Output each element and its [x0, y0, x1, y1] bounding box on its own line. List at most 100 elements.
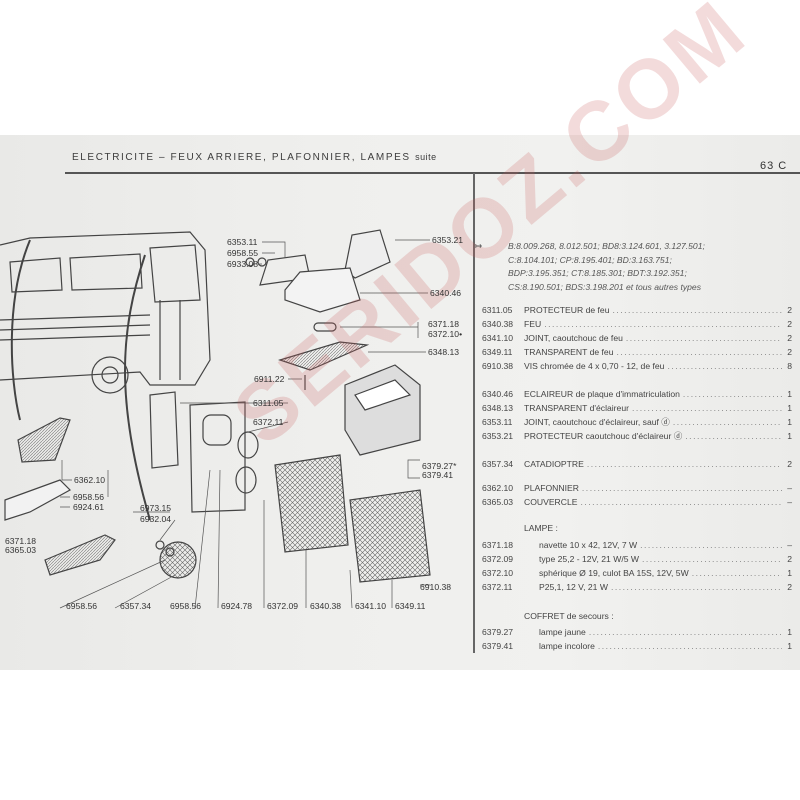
callout: 6372.09 [267, 601, 299, 611]
callout: 6958.56 [170, 601, 202, 611]
part-ref: 6348.13 [482, 403, 514, 413]
part-description: type 25,2 - 12V, 21 W/5 W [539, 554, 639, 564]
part-ref: 6379.41 [482, 641, 514, 651]
part-quantity: 1 [787, 417, 792, 427]
callout: 6371.18 [428, 319, 460, 329]
callout: 6924.61 [73, 502, 105, 512]
part-ref: 6362.10 [482, 483, 514, 493]
callout: 6958.55 [227, 248, 259, 258]
part-ref: 6340.38 [482, 319, 514, 329]
parts-list-row: 6348.13 TRANSPARENT d'éclaireur..........… [482, 402, 792, 414]
parts-list-row: 6372.09 type 25,2 - 12V, 21 W/5 W........… [482, 553, 792, 565]
lampe-heading: LAMPE : [524, 523, 558, 533]
leader-dots: ........................................… [597, 641, 782, 651]
leader-dots: ........................................… [642, 554, 782, 564]
part-quantity: 2 [787, 305, 792, 315]
part-ref: 6357.34 [482, 459, 514, 469]
part-ref: 6371.18 [482, 540, 514, 550]
callout: 6372.11 [253, 417, 284, 427]
callout: 6958.56 [66, 601, 98, 611]
part-quantity: 8 [787, 361, 792, 371]
part-description: FEU [524, 319, 542, 329]
callout: 6910.38 [420, 582, 452, 592]
callout: 6958.56 [73, 492, 105, 502]
header-rule [65, 172, 800, 174]
part-quantity: 1 [787, 389, 792, 399]
part-quantity: – [787, 540, 792, 550]
exploded-diagram [0, 229, 431, 609]
part-description: ECLAIREUR de plaque d'immatriculation [524, 389, 680, 399]
part-ref: 6341.10 [482, 333, 514, 343]
callout: 6340.38 [310, 601, 342, 611]
part-ref: 6340.46 [482, 389, 514, 399]
leader-dots: ........................................… [612, 305, 782, 315]
callout: 6348.13 [428, 347, 460, 357]
part-quantity: 1 [787, 627, 792, 637]
callout: 6340.46 [430, 288, 462, 298]
part-description: PLAFONNIER [524, 483, 579, 493]
part-ref: 6311.05 [482, 305, 513, 315]
part-quantity: 1 [787, 431, 792, 441]
part-description: P25,1, 12 V, 21 W [539, 582, 608, 592]
callout: 6357.34 [120, 601, 152, 611]
part-ref: 6349.11 [482, 347, 513, 357]
callout: 6365.03 [5, 545, 37, 555]
leader-dots: ........................................… [580, 497, 782, 507]
parts-list-row: 6340.46 ECLAIREUR de plaque d'immatricula… [482, 388, 792, 400]
part-description: VIS chromée de 4 x 0,70 - 12, de feu [524, 361, 665, 371]
part-description: TRANSPARENT d'éclaireur [524, 403, 629, 413]
callout: 6341.10 [355, 601, 387, 611]
leader-dots: ........................................… [581, 483, 782, 493]
part-ref: 6372.10 [482, 568, 514, 578]
leader-dots: ........................................… [682, 389, 782, 399]
part-description: COUVERCLE [524, 497, 578, 507]
callout: 6933.08 [227, 259, 259, 269]
part-quantity: 2 [787, 459, 792, 469]
leader-dots: ........................................… [610, 582, 782, 592]
leader-dots: ........................................… [691, 568, 782, 578]
callout: 6353.11 [227, 237, 258, 247]
part-quantity: 2 [787, 347, 792, 357]
leader-dots: ........................................… [640, 540, 782, 550]
part-ref: 6372.09 [482, 554, 514, 564]
part-description: CATADIOPTRE [524, 459, 584, 469]
parts-list-row: 6371.18 navette 10 x 42, 12V, 7 W........… [482, 539, 792, 551]
parts-list-row: 6372.11 P25,1, 12 V, 21 W................… [482, 581, 792, 593]
leader-dots: ........................................… [631, 403, 782, 413]
callout: 6379.41 [422, 470, 454, 480]
part-quantity: 2 [787, 319, 792, 329]
callout: 6932.04 [140, 514, 172, 524]
leader-dots: ........................................… [672, 417, 782, 427]
leader-dots: ........................................… [625, 333, 782, 343]
part-quantity: 1 [787, 641, 792, 651]
model-line: CS:8.190.501; BDS:3.198.201 et tous autr… [508, 281, 702, 292]
part-ref: 6372.11 [482, 582, 513, 592]
parts-list-row: 6353.21 PROTECTEUR caoutchouc d'éclaireur… [482, 430, 792, 442]
applicability-arrow-icon: ↦ [475, 241, 483, 251]
coffret-heading: COFFRET de secours : [524, 611, 614, 621]
title-suffix: suite [415, 152, 437, 162]
part-quantity: – [787, 497, 792, 507]
callout: 6372.10• [428, 329, 463, 339]
part-description: JOINT, caoutchouc de feu [524, 333, 623, 343]
part-description: PROTECTEUR de feu [524, 305, 610, 315]
callout: 6379.27* [422, 461, 457, 471]
part-description: PROTECTEUR caoutchouc d'éclaireur ⓓ [524, 431, 683, 441]
leader-dots: ........................................… [667, 361, 782, 371]
van-illustration [0, 231, 211, 521]
part-ref: 6353.21 [482, 431, 514, 441]
part-description: TRANSPARENT de feu [524, 347, 614, 357]
parts-list-row: 6362.10 PLAFONNIER.......................… [482, 482, 792, 494]
parts-list-row: 6341.10 JOINT, caoutchouc de feu.........… [482, 332, 792, 344]
title-text: ELECTRICITE – FEUX ARRIERE, PLAFONNIER, … [72, 152, 411, 163]
part-description: navette 10 x 42, 12V, 7 W [539, 540, 638, 550]
part-quantity: 2 [787, 333, 792, 343]
